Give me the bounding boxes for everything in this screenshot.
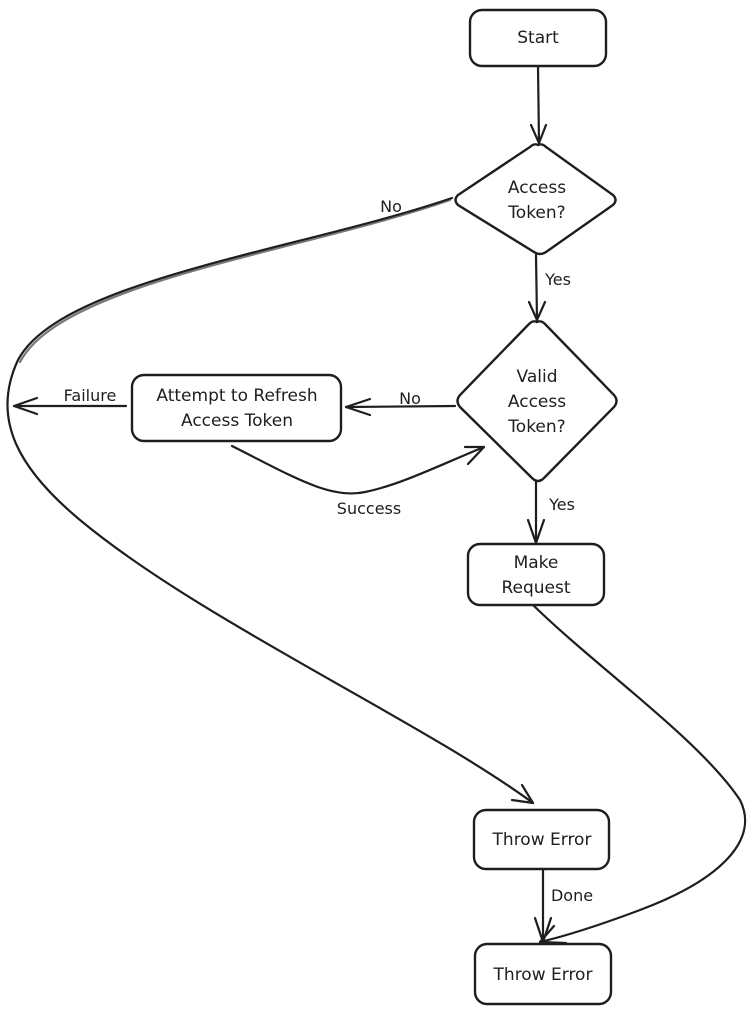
node-refresh-token[interactable]: Attempt to Refresh Access Token — [130, 373, 343, 443]
node-valid-label-2: Access — [508, 392, 566, 412]
node-throw-error-2[interactable]: Throw Error — [473, 942, 613, 1006]
edge-refresh-success: Success — [230, 444, 486, 518]
arrowhead-icon — [538, 924, 568, 945]
node-access-token-label-1: Access — [508, 178, 566, 198]
edge-throw-error-done: Done — [533, 867, 593, 944]
node-throw-error-2-label: Throw Error — [493, 965, 593, 985]
edge-label-success: Success — [337, 499, 401, 518]
edge-label-no-1: No — [380, 197, 402, 216]
node-valid-label-3: Token? — [507, 417, 565, 437]
node-refresh-label-2: Access Token — [181, 411, 293, 431]
node-start-label: Start — [517, 28, 559, 48]
node-throw-error-1-label: Throw Error — [492, 830, 592, 850]
node-access-token-label-2: Token? — [507, 203, 565, 223]
edge-label-yes-1: Yes — [544, 270, 571, 289]
node-access-token-decision[interactable]: Access Token? — [454, 143, 617, 256]
node-valid-label-1: Valid — [517, 367, 558, 387]
node-throw-error-1[interactable]: Throw Error — [472, 808, 611, 871]
node-make-request-label-1: Make — [514, 553, 559, 573]
arrowhead-icon — [12, 396, 39, 416]
node-make-request[interactable]: Make Request — [466, 542, 606, 607]
edge-start-to-access-token — [529, 64, 548, 145]
edge-valid-no: No — [344, 389, 457, 417]
arrowhead-icon — [510, 783, 535, 805]
node-start[interactable]: Start — [468, 8, 608, 68]
edge-label-done: Done — [551, 886, 593, 905]
edge-label-yes-2: Yes — [548, 495, 575, 514]
node-make-request-label-2: Request — [501, 578, 570, 598]
edge-access-token-no: No — [6, 196, 535, 805]
arrowhead-icon — [463, 445, 486, 466]
arrowhead-icon — [529, 123, 548, 145]
edge-label-no-2: No — [399, 389, 421, 408]
edge-access-token-yes: Yes — [527, 253, 571, 322]
arrowhead-icon — [533, 916, 553, 944]
edge-make-request-to-throw-error-2 — [532, 604, 747, 945]
arrowhead-icon — [344, 397, 372, 417]
node-valid-access-token-decision[interactable]: Valid Access Token? — [456, 320, 618, 483]
edge-label-failure: Failure — [64, 386, 117, 405]
node-refresh-label-1: Attempt to Refresh — [156, 386, 317, 406]
arrowhead-icon — [527, 300, 547, 322]
edge-refresh-failure: Failure — [12, 386, 128, 416]
edge-valid-yes: Yes — [526, 480, 575, 545]
